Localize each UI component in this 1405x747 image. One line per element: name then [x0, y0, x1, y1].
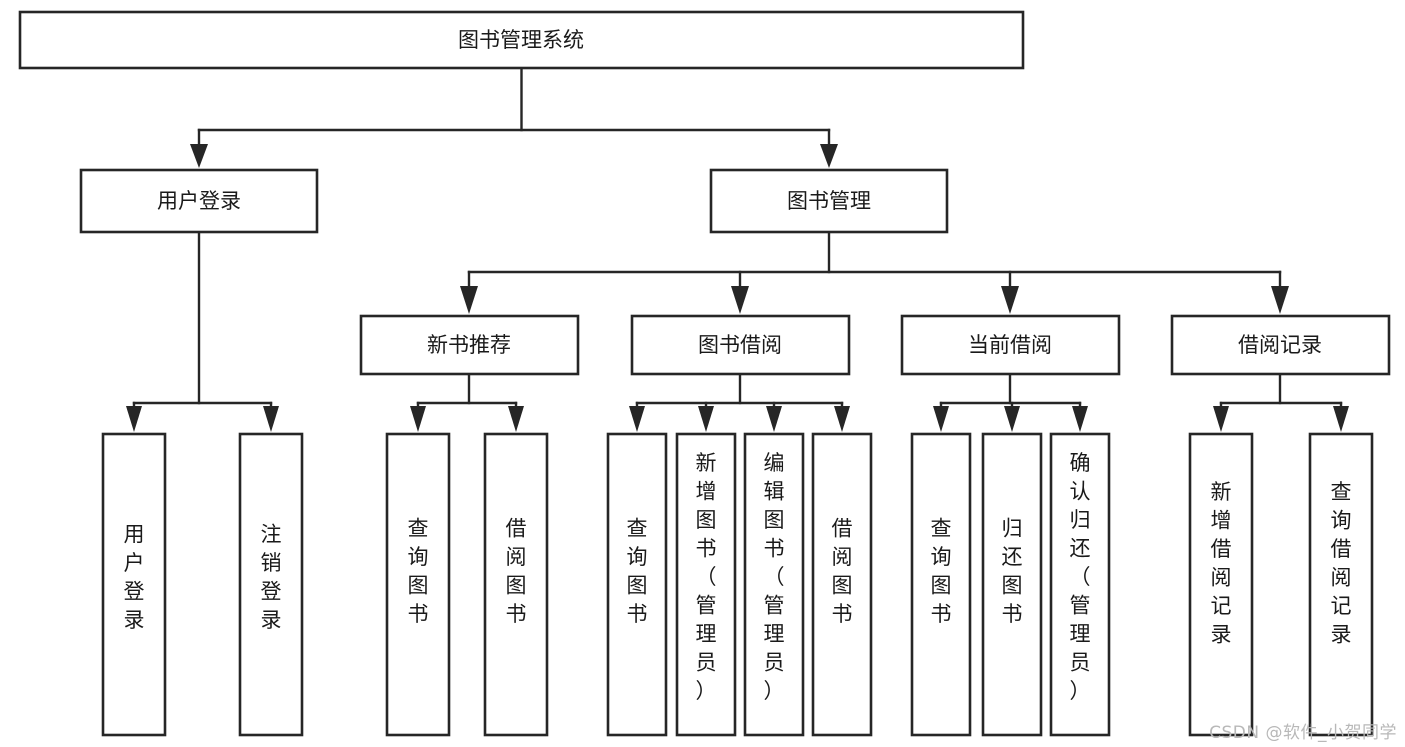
- arrow-head-leaf-borrow-add: [698, 406, 714, 432]
- node-login-label: 用户登录: [157, 189, 241, 213]
- arrow-head-leaf-cur-confirm: [1072, 406, 1088, 432]
- node-leaf-user-logout-box[interactable]: [238, 432, 304, 737]
- node-root-label: 图书管理系统: [458, 28, 584, 52]
- arrow-head-leaf-borrow-query: [629, 406, 645, 432]
- connector-group-newbook-to-leaves: [410, 372, 524, 432]
- arrow-head-records: [1271, 286, 1289, 314]
- node-login-box[interactable]: [79, 168, 319, 234]
- connector-group-login-to-leaves: [126, 230, 279, 432]
- node-leaf-user-logout[interactable]: 注销登录: [238, 432, 304, 737]
- connector-group-current-to-leaves: [933, 372, 1088, 432]
- node-leaf-cur-return-box[interactable]: [981, 432, 1043, 737]
- node-login[interactable]: 用户登录: [79, 168, 319, 234]
- connector-group-borrow-to-leaves: [629, 372, 850, 432]
- node-leaf-borrow-edit-label: 编辑图书（管理员）: [764, 451, 785, 703]
- node-leaf-borrow-do-box[interactable]: [811, 432, 873, 737]
- node-leaf-cur-return[interactable]: 归还图书: [981, 432, 1043, 737]
- node-leaf-borrow-query[interactable]: 查询图书: [606, 432, 668, 737]
- node-root-box[interactable]: [18, 10, 1025, 70]
- csdn-watermark: CSDN @软件_小贺同学: [1209, 723, 1397, 743]
- node-bookmgmt-label: 图书管理: [787, 189, 871, 213]
- node-root[interactable]: 图书管理系统: [18, 10, 1025, 70]
- node-borrow-label: 图书借阅: [698, 333, 782, 357]
- arrow-head-login: [190, 144, 208, 168]
- node-leaf-cur-confirm-box[interactable]: [1049, 432, 1111, 737]
- node-leaf-new-borrow-box[interactable]: [483, 432, 549, 737]
- node-leaf-new-borrow-label: 借阅图书: [506, 516, 527, 626]
- node-bookmgmt[interactable]: 图书管理: [709, 168, 949, 234]
- node-records-box[interactable]: [1170, 314, 1391, 376]
- arrow-head-newbook: [460, 286, 478, 314]
- node-borrow-box[interactable]: [630, 314, 851, 376]
- node-leaf-new-query-box[interactable]: [385, 432, 451, 737]
- arrow-head-leaf-new-query: [410, 406, 426, 432]
- node-leaf-borrow-query-box[interactable]: [606, 432, 668, 737]
- node-leaf-user-logout-label: 注销登录: [261, 522, 282, 632]
- node-bookmgmt-box[interactable]: [709, 168, 949, 234]
- node-borrow[interactable]: 图书借阅: [630, 314, 851, 376]
- node-records-label: 借阅记录: [1238, 333, 1322, 357]
- node-leaf-borrow-edit[interactable]: 编辑图书（管理员）: [743, 432, 805, 737]
- node-newbook-box[interactable]: [359, 314, 580, 376]
- arrow-head-current: [1001, 286, 1019, 314]
- node-leaf-rec-add-box[interactable]: [1188, 432, 1254, 737]
- arrow-head-leaf-cur-query: [933, 406, 949, 432]
- node-leaf-new-borrow[interactable]: 借阅图书: [483, 432, 549, 737]
- arrow-head-leaf-rec-query: [1333, 406, 1349, 432]
- node-leaf-new-query-label: 查询图书: [408, 516, 429, 626]
- node-leaf-rec-add-label: 新增借阅记录: [1211, 480, 1232, 647]
- node-leaf-rec-add[interactable]: 新增借阅记录: [1188, 432, 1254, 737]
- arrow-head-borrow: [731, 286, 749, 314]
- node-leaf-user-login-label: 用户登录: [124, 522, 145, 632]
- node-leaf-rec-query-box[interactable]: [1308, 432, 1374, 737]
- node-leaf-rec-query[interactable]: 查询借阅记录: [1308, 432, 1374, 737]
- node-records[interactable]: 借阅记录: [1170, 314, 1391, 376]
- arrow-head-leaf-borrow-do: [834, 406, 850, 432]
- arrow-head-leaf-borrow-edit: [766, 406, 782, 432]
- node-leaf-borrow-add-box[interactable]: [675, 432, 737, 737]
- arrow-head-leaf-user-logout: [263, 406, 279, 432]
- arrow-head-leaf-new-borrow: [508, 406, 524, 432]
- node-leaf-rec-query-label: 查询借阅记录: [1331, 480, 1352, 647]
- node-leaf-new-query[interactable]: 查询图书: [385, 432, 451, 737]
- connector-group-root-to-level2: [190, 66, 838, 168]
- node-newbook[interactable]: 新书推荐: [359, 314, 580, 376]
- node-leaf-user-login-box[interactable]: [101, 432, 167, 737]
- node-leaf-cur-query[interactable]: 查询图书: [910, 432, 972, 737]
- node-leaf-borrow-edit-box[interactable]: [743, 432, 805, 737]
- node-leaf-borrow-do-label: 借阅图书: [832, 516, 853, 626]
- node-leaf-cur-query-box[interactable]: [910, 432, 972, 737]
- node-leaf-cur-confirm[interactable]: 确认归还（管理员）: [1049, 432, 1111, 737]
- node-current-label: 当前借阅: [968, 333, 1052, 357]
- node-leaf-cur-confirm-label: 确认归还（管理员）: [1070, 451, 1091, 703]
- node-leaf-borrow-add[interactable]: 新增图书（管理员）: [675, 432, 737, 737]
- node-leaf-cur-return-label: 归还图书: [1002, 516, 1023, 626]
- node-current-box[interactable]: [900, 314, 1121, 376]
- node-leaf-cur-query-label: 查询图书: [931, 516, 952, 626]
- arrow-head-leaf-rec-add: [1213, 406, 1229, 432]
- node-leaf-user-login[interactable]: 用户登录: [101, 432, 167, 737]
- node-leaf-borrow-add-label: 新增图书（管理员）: [696, 451, 717, 703]
- arrow-head-bookmgmt: [820, 144, 838, 168]
- arrow-head-leaf-cur-return: [1004, 406, 1020, 432]
- node-leaf-borrow-do[interactable]: 借阅图书: [811, 432, 873, 737]
- connector-group-bookmgmt-to-level3: [460, 230, 1289, 314]
- node-current[interactable]: 当前借阅: [900, 314, 1121, 376]
- node-newbook-label: 新书推荐: [427, 333, 511, 357]
- connector-group-records-to-leaves: [1213, 372, 1349, 432]
- arrow-head-leaf-user-login: [126, 406, 142, 432]
- node-leaf-borrow-query-label: 查询图书: [627, 516, 648, 626]
